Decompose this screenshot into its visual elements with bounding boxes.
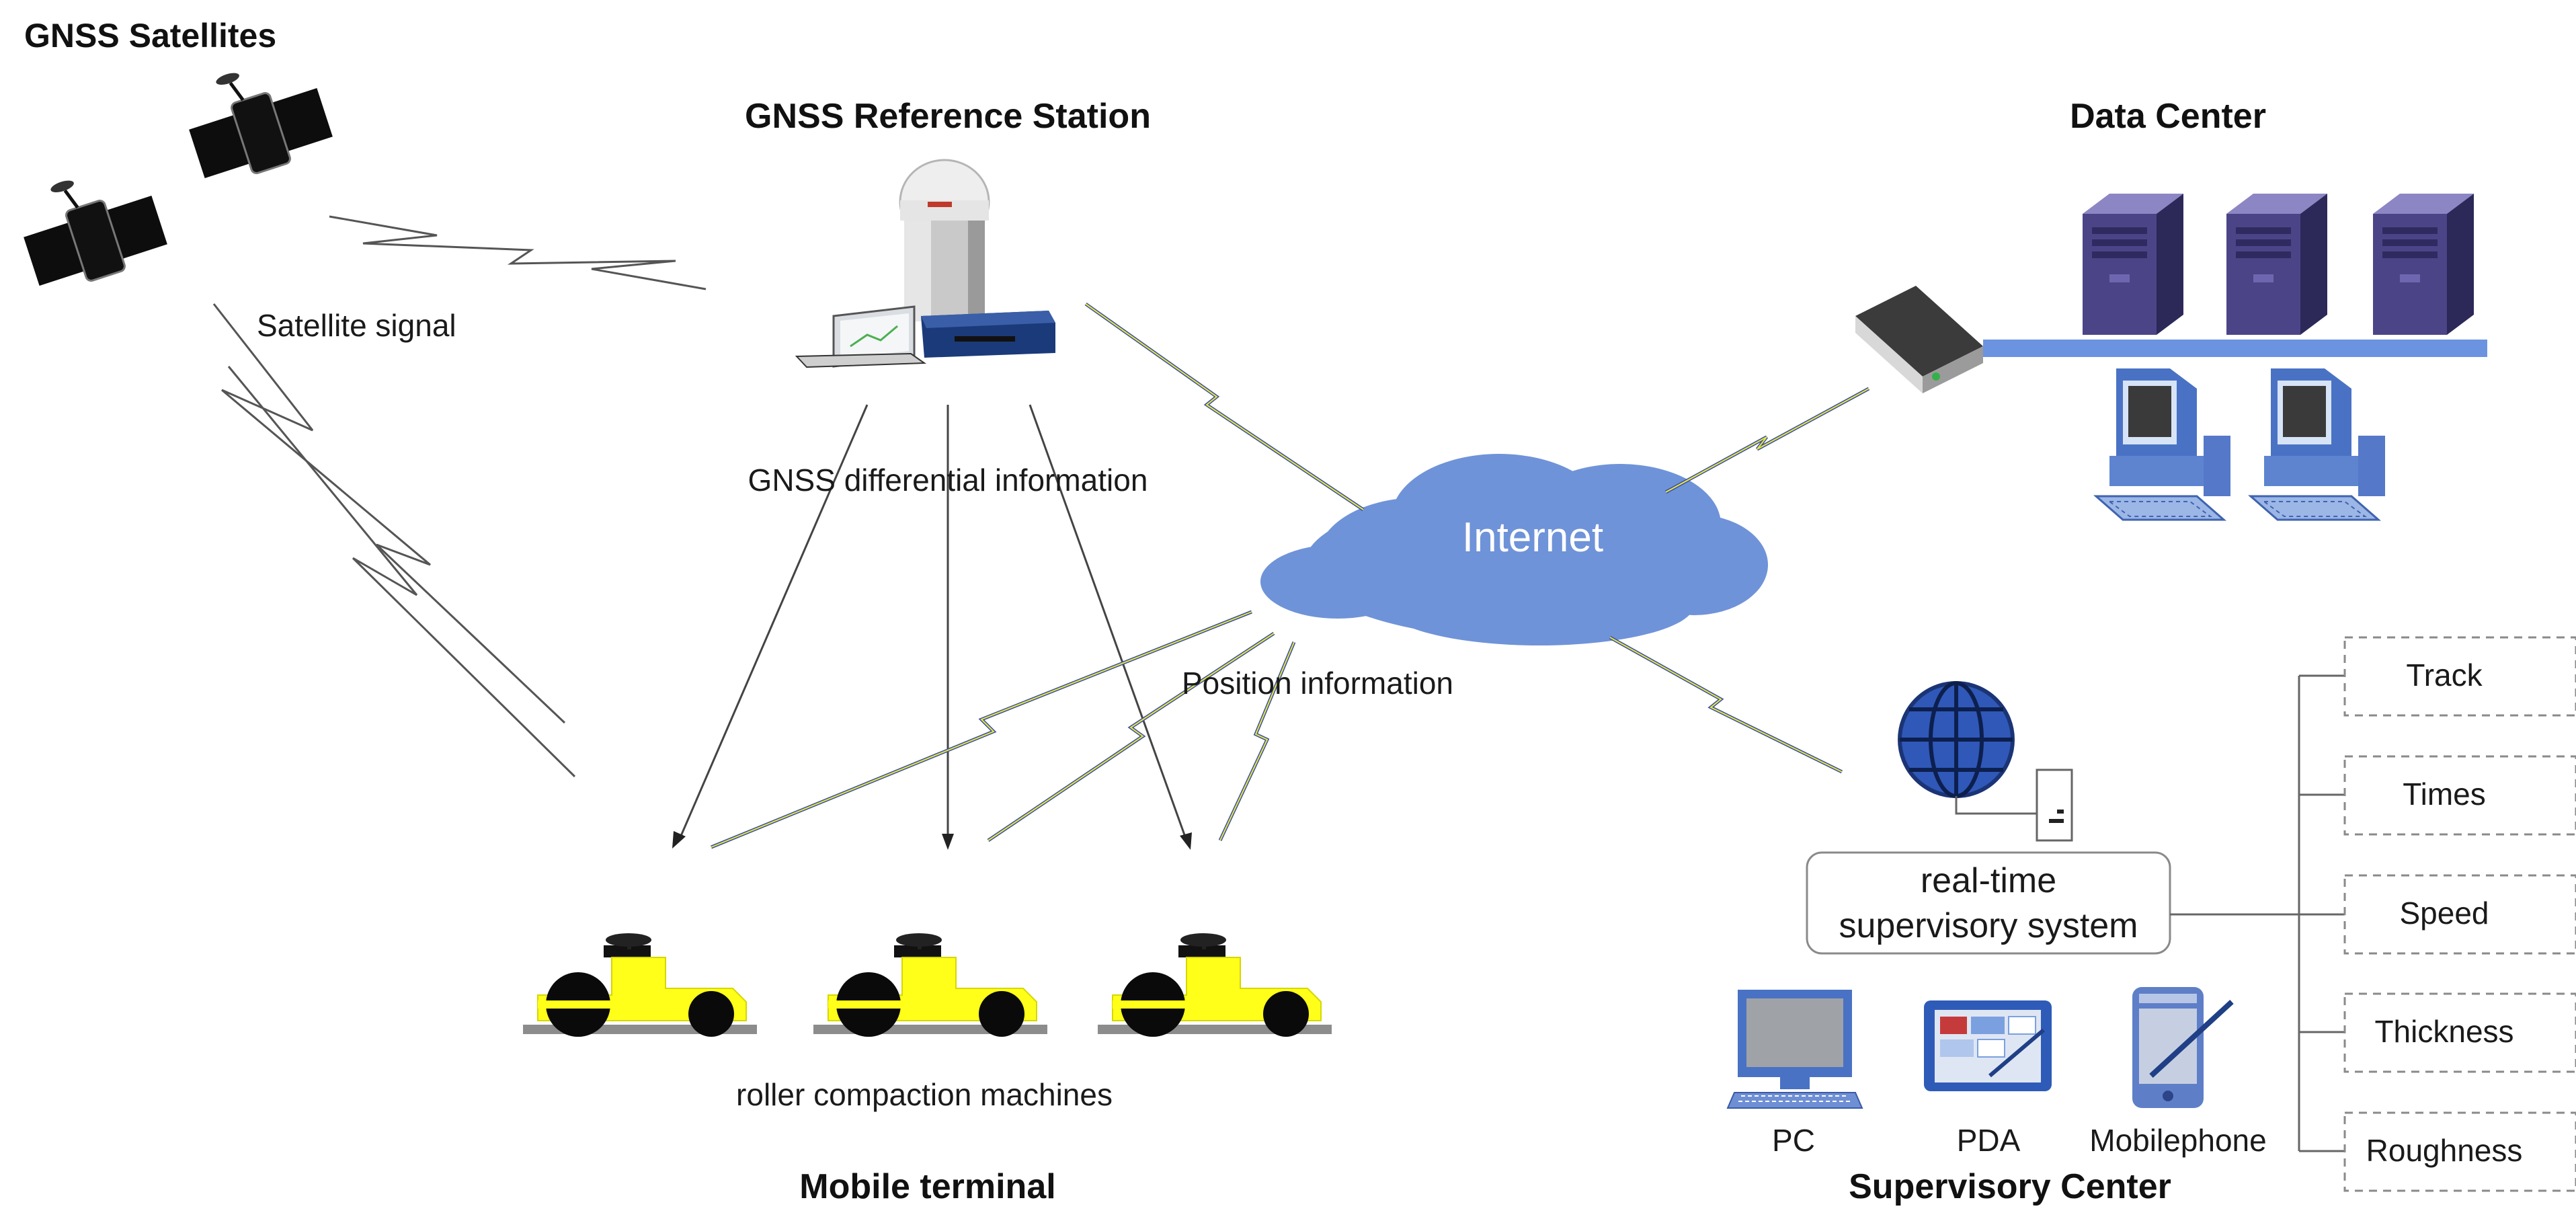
wireless-link [1609, 635, 1843, 774]
reference-station-icon [795, 159, 1055, 368]
satellite-icon [24, 178, 167, 286]
server-icon [2226, 194, 2327, 335]
wireless-link [1664, 387, 1870, 494]
output-label-track: Track [2406, 658, 2483, 693]
output-label-roughness: Roughness [2366, 1133, 2523, 1168]
satellite-icon [189, 71, 333, 178]
wireless-link [987, 631, 1275, 842]
output-label-thickness: Thickness [2374, 1014, 2513, 1049]
globe-icon [1898, 681, 2015, 798]
workstation-icon [2249, 367, 2386, 521]
pc-icon [1726, 990, 1863, 1109]
satellite-signal-label: Satellite signal [257, 308, 456, 343]
satellite-signal-zigzag [329, 215, 707, 290]
output-box-thickness [2343, 992, 2576, 1073]
supervisory-system-line1: real-time [1921, 861, 2056, 900]
output-label-speed: Speed [2399, 896, 2489, 931]
roller-machine-icon [1097, 933, 1332, 1037]
position-info-label: Position information [1182, 666, 1453, 701]
reference-station-heading: GNSS Reference Station [745, 97, 1151, 136]
differential-info-arrows [672, 404, 1192, 850]
output-connector-tree [2170, 674, 2345, 1152]
router-icon [1855, 286, 1983, 393]
supervisory-center-heading: Supervisory Center [1849, 1167, 2171, 1206]
terminal-icon [2036, 769, 2073, 842]
mobile-terminal-heading: Mobile terminal [799, 1167, 1055, 1206]
output-box-track [2343, 636, 2576, 717]
mobilephone-icon [2132, 987, 2234, 1108]
satellite-signal-zigzag [227, 366, 576, 778]
output-box-times [2343, 755, 2576, 836]
globe-to-terminal-line [1955, 796, 2037, 815]
satellite-signal-zigzag [212, 303, 566, 724]
internet-cloud-icon [1260, 454, 1768, 645]
gnss-satellites-heading: GNSS Satellites [24, 17, 276, 54]
wireless-link [1218, 641, 1296, 842]
internet-label: Internet [1462, 514, 1603, 561]
data-center-heading: Data Center [2070, 97, 2266, 136]
output-box-roughness [2343, 1111, 2576, 1192]
device-label-pc: PC [1772, 1123, 1815, 1158]
output-box-speed [2343, 874, 2576, 955]
wireless-link [1084, 302, 1365, 512]
device-label-mobilephone: Mobilephone [2089, 1123, 2266, 1158]
supervisory-system-line2: supervisory system [1839, 906, 2138, 945]
pda-icon [1924, 1000, 2052, 1091]
server-icon [2083, 194, 2183, 335]
roller-machine-icon [522, 933, 758, 1037]
supervisory-system-box [1806, 851, 2171, 955]
roller-machine-icon [813, 933, 1048, 1037]
workstation-icon [2095, 367, 2232, 521]
server-icon [2373, 194, 2474, 335]
output-label-times: Times [2403, 777, 2486, 812]
roller-machines-label: roller compaction machines [736, 1077, 1113, 1112]
device-label-pda: PDA [1957, 1123, 2021, 1158]
differential-info-label: GNSS differential information [748, 463, 1148, 498]
wireless-link [711, 610, 1252, 849]
